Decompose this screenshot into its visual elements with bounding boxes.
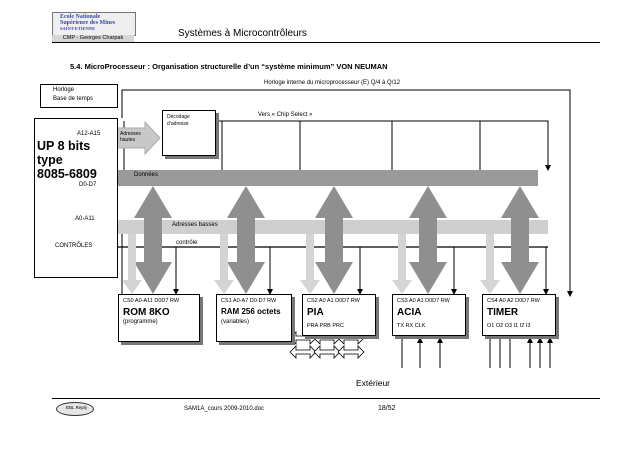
footer-divider — [52, 398, 600, 399]
logo-subtitle: CMP - Georges Charpak — [52, 35, 134, 42]
timer-pins: CS4 A0 A2 D0D7 RW — [487, 298, 540, 304]
addr-arrow-timer — [480, 234, 500, 294]
acia-name: ACIA — [397, 307, 422, 318]
cpu-data-label: D0-D7 — [79, 182, 97, 188]
addr-high-line1: Adresses — [120, 131, 141, 137]
ram-pins: CS1 A0-A7 D0-D7 RW — [221, 298, 277, 304]
pia-io: PRA PRB PRC — [307, 323, 344, 329]
ram-sub: (variables) — [221, 319, 250, 325]
data-arrow-timer — [501, 186, 539, 294]
pia-pins: CS2 A0 A1 D0D7 RW — [307, 298, 360, 304]
chip-select-label: Vers « Chip Select » — [258, 112, 313, 118]
cpu-name-line2: type — [37, 153, 63, 167]
decoder-line2: d’adresse — [167, 121, 189, 127]
control-drops — [173, 247, 549, 295]
page-header-title: Systèmes à Microcontrôleurs — [178, 28, 307, 39]
control-bus-label: contrôle — [176, 240, 198, 246]
timer-lines — [489, 336, 553, 368]
rom-module: CS0 A0-A11 D0D7 RW ROM 8KO (programme) — [118, 294, 200, 342]
addr-arrows — [122, 234, 500, 294]
addr-arrow-rom — [122, 234, 142, 294]
timer-module: CS4 A0 A2 D0D7 RW TIMER O1 O2 O3 I1 I2 I… — [482, 294, 556, 336]
addr-high-arrow — [115, 120, 161, 156]
rom-sub: (programme) — [123, 319, 158, 325]
data-arrow-pia — [315, 186, 353, 294]
cpu-addr-low-label: A0-A11 — [75, 216, 95, 222]
ram-name: RAM 256 octets — [221, 307, 281, 316]
data-arrow-rom — [134, 186, 172, 294]
addr-arrow-pia — [300, 234, 320, 294]
footer-logo-text: EBL Reply — [66, 405, 88, 410]
addr-high-label: Adresses hautes — [120, 131, 141, 143]
data-bus — [118, 170, 538, 186]
cpu-controls-label: CONTRÔLES — [55, 243, 93, 249]
data-arrow-ram — [227, 186, 265, 294]
school-logo-text: Ecole Nationale Supérieure des Mines SAI… — [60, 14, 130, 32]
address-decoder-box: Décodage d’adresse — [162, 110, 216, 156]
timer-io: O1 O2 O3 I1 I2 I3 — [487, 323, 531, 329]
decoder-line1: Décodage — [167, 114, 190, 120]
addr-low-bus-label: Adresses basses — [172, 222, 218, 228]
cpu-addr-high-label: A12-A15 — [77, 131, 101, 137]
pia-ports — [289, 331, 365, 359]
addr-high-line2: hautes — [120, 137, 136, 143]
addr-arrow-acia — [392, 234, 412, 294]
clock-box: Horloge Base de temps — [40, 84, 118, 108]
ram-module: CS1 A0-A7 D0-D7 RW RAM 256 octets (varia… — [216, 294, 292, 342]
rom-pins: CS0 A0-A11 D0D7 RW — [123, 298, 180, 304]
logo-line-3: SAINT-ETIENNE — [60, 26, 96, 31]
footer-logo-icon — [56, 402, 94, 416]
chip-select-line — [213, 120, 551, 171]
data-arrow-acia — [409, 186, 447, 294]
cpu-box: A12-A15 UP 8 bits type 8085-6809 D0-D7 A… — [34, 118, 118, 278]
pia-name: PIA — [307, 307, 324, 318]
acia-module: CS3 A0 A1 D0D7 RW ACIA TX RX CLK — [392, 294, 466, 336]
clock-internal-label: Horloge interne du microprocesseur (E) Q… — [264, 80, 401, 86]
logo-line-1: Ecole Nationale — [60, 14, 101, 20]
exterior-label: Extérieur — [356, 378, 391, 388]
header-divider — [52, 42, 600, 43]
timer-name: TIMER — [487, 307, 519, 318]
cpu-name-line1: UP 8 bits — [37, 139, 91, 153]
cpu-name-line3: 8085-6809 — [37, 167, 97, 181]
acia-lines — [401, 336, 443, 368]
clock-line — [121, 89, 573, 297]
footer-page-number: 18/52 — [378, 405, 396, 412]
footer-filename: SAM1A_cours 2009-2010.doc — [184, 406, 265, 412]
addr-arrow-ram — [214, 234, 234, 294]
logo-line-2: Supérieure des Mines — [60, 20, 116, 26]
data-bus-label: Données — [134, 172, 159, 178]
clock-box-line1: Horloge — [53, 87, 75, 93]
acia-io: TX RX CLK — [397, 323, 426, 329]
pia-module: CS2 A0 A1 D0D7 RW PIA PRA PRB PRC — [302, 294, 376, 336]
cpu-name: UP 8 bits type 8085-6809 — [37, 139, 97, 181]
section-title: 5.4. MicroProcesseur : Organisation stru… — [70, 62, 388, 71]
clock-box-line2: Base de temps — [53, 96, 94, 102]
data-arrows — [134, 186, 539, 294]
rom-name: ROM 8KO — [123, 307, 170, 318]
acia-pins: CS3 A0 A1 D0D7 RW — [397, 298, 450, 304]
